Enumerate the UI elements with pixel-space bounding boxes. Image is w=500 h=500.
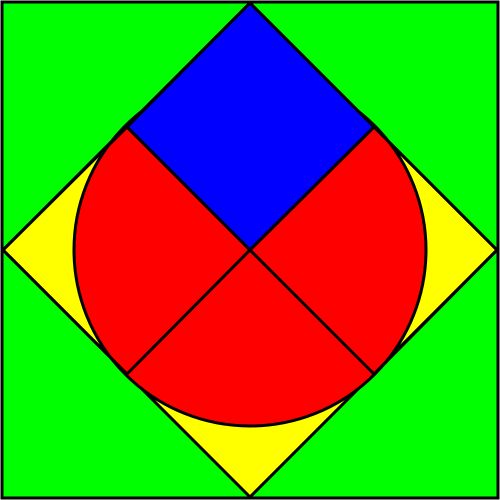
diamond-edge-line-right-upper: [372, 125, 499, 252]
divider-line-upper-right: [248, 125, 376, 252]
divider-line-upper-left: [125, 125, 252, 252]
divider-line-lower-right: [248, 248, 376, 376]
inner-lines: [125, 125, 376, 376]
diamond-edge-line-left-lower: [1, 248, 129, 376]
diamond-edge-line-left-upper: [1, 125, 129, 252]
divider-line-lower-left: [125, 248, 252, 376]
diamond-edge-line-right-lower: [372, 248, 499, 376]
